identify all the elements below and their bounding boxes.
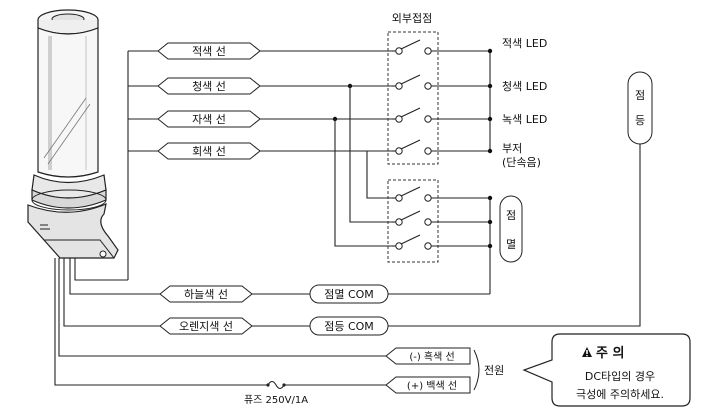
- wire-tag-red: 적색 선: [157, 42, 261, 60]
- output-green-led: 녹색 LED: [502, 113, 547, 126]
- power-label: 전원: [484, 364, 504, 377]
- signal-tower-illustration: [27, 9, 119, 259]
- caution-title: 주 의: [596, 345, 624, 361]
- main-wires: [260, 50, 392, 247]
- wire-tag-white: (+) 백색 선: [385, 376, 471, 394]
- wire-tag-gray: 회색 선: [157, 142, 261, 160]
- caution-line-1: DC타입의 경우: [585, 370, 655, 383]
- output-red-led: 적색 LED: [502, 37, 547, 50]
- caution-line-2: 극성에 주의하세요.: [576, 387, 664, 401]
- steady-group-label-2: 등: [635, 114, 645, 127]
- wire-tag-blue: 청색 선: [157, 77, 261, 95]
- warning-icon: [582, 347, 592, 357]
- power-brace: [473, 349, 480, 391]
- wire-tag-skyblue: 하늘색 선: [159, 285, 253, 303]
- blink-group-pill: [499, 195, 523, 263]
- output-buzzer: 부저: [502, 142, 522, 155]
- external-contact-title: 외부접점: [392, 12, 432, 25]
- contact-switches-bottom: [392, 186, 493, 294]
- fuse-label: 퓨즈 250V/1A: [244, 395, 308, 406]
- wire-label-purple: 자색 선: [192, 113, 226, 126]
- wire-tag-black: (-) 흑색 선: [385, 347, 471, 365]
- steady-group-label-1: 점: [635, 89, 645, 102]
- blink-group-label-1: 점: [506, 209, 516, 222]
- output-buzzer-sub: (단속음): [502, 156, 541, 169]
- output-blue-led: 청색 LED: [502, 80, 547, 93]
- blink-com-label: 점멸 COM: [324, 288, 374, 301]
- wire-label-gray: 회색 선: [192, 145, 226, 158]
- external-contact-box: [387, 31, 439, 165]
- wire-label-white: (+) 백색 선: [407, 380, 457, 392]
- com-lines: [252, 144, 641, 336]
- steady-com-label: 점등 COM: [324, 320, 374, 333]
- wire-label-black: (-) 흑색 선: [409, 350, 454, 363]
- wire-label-orange: 오렌지색 선: [179, 320, 233, 333]
- wire-tag-purple: 자색 선: [157, 110, 261, 128]
- wire-bundle: [54, 50, 386, 390]
- blink-group-label-2: 멸: [506, 238, 516, 251]
- wire-tag-orange: 오렌지색 선: [159, 317, 253, 335]
- blink-contact-box: [387, 179, 439, 263]
- caution-callout: 주 의 DC타입의 경우 극성에 주의하세요.: [522, 333, 691, 407]
- steady-group-pill: [627, 71, 653, 145]
- wire-label-red: 적색 선: [192, 45, 226, 58]
- wire-label-blue: 청색 선: [192, 80, 226, 93]
- wire-label-skyblue: 하늘색 선: [184, 287, 228, 301]
- contact-switches-top: [392, 39, 493, 155]
